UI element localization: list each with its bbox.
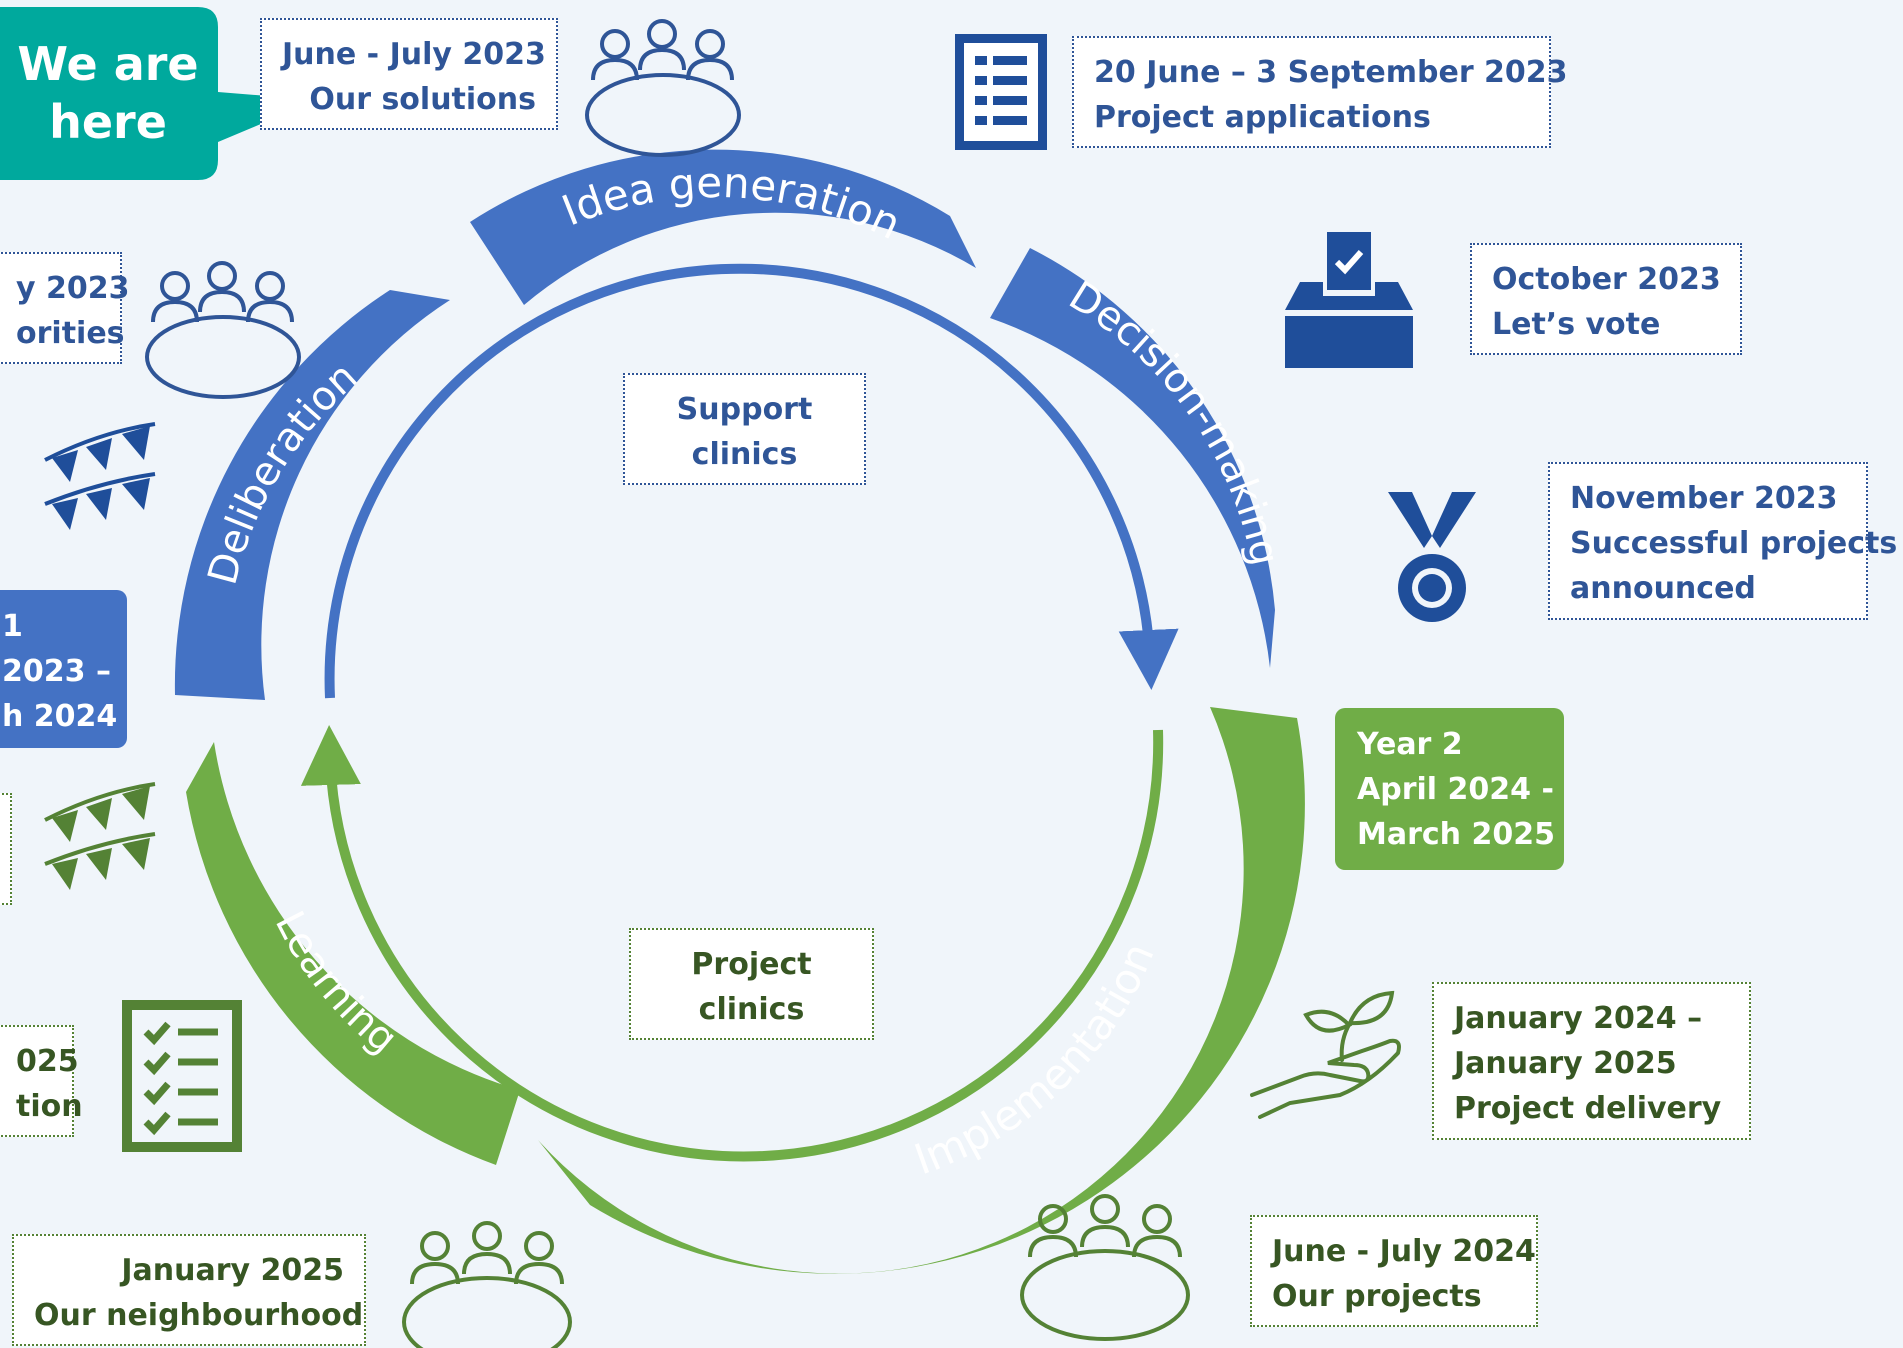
- milestone-line: October 2023: [1492, 262, 1721, 297]
- project-clinics-line: Project: [691, 947, 812, 982]
- year-2-line: March 2025: [1357, 817, 1555, 852]
- milestone-line: June - July 2024: [1272, 1234, 1536, 1269]
- milestone-line: tion: [16, 1089, 83, 1124]
- year-2-line: Year 2: [1357, 727, 1463, 762]
- callout-line-2: here: [49, 95, 167, 149]
- inner-blue-cycle-arrow: [324, 263, 1179, 699]
- stage-segment-deliberation: [174, 290, 450, 700]
- milestone-lets-vote: October 2023 Let’s vote: [1470, 243, 1742, 355]
- year-1-box: 1 2023 – h 2024: [0, 590, 127, 748]
- stage-segment-idea-generation: [470, 149, 976, 305]
- milestone-line: Successful projects: [1570, 526, 1898, 561]
- year-2-line: April 2024 -: [1357, 772, 1554, 807]
- task-checklist-icon: [122, 1000, 242, 1152]
- year-1-line: h 2024: [2, 699, 118, 734]
- milestone-priorities-partial: y 2023 orities: [0, 252, 130, 364]
- milestone-successful-projects: November 2023 Successful projects announ…: [1548, 462, 1898, 620]
- inner-green-cycle-arrow: [300, 725, 1164, 1162]
- we-are-here-callout: [0, 7, 318, 180]
- milestone-line: June - July 2023: [282, 37, 546, 72]
- milestone-line: November 2023: [1570, 481, 1838, 516]
- stage-segment-implementation: [538, 707, 1305, 1274]
- milestone-line: January 2025: [1454, 1046, 1677, 1081]
- milestone-partial-box: [0, 793, 12, 905]
- hand-plant-icon: [1250, 990, 1401, 1119]
- milestone-line: Our neighbourhood: [34, 1298, 364, 1333]
- milestone-line: Project applications: [1094, 100, 1431, 135]
- milestone-our-neighbourhood: January 2025 Our neighbourhood: [12, 1234, 366, 1346]
- milestone-line: y 2023: [16, 271, 130, 306]
- milestone-project-applications: 20 June – 3 September 2023 Project appli…: [1072, 36, 1568, 148]
- meeting-table-icon: [402, 1221, 572, 1348]
- milestone-line: 025: [16, 1044, 79, 1079]
- milestone-line: Our solutions: [309, 82, 536, 117]
- meeting-table-icon: [145, 261, 301, 399]
- callout-line-1: We are: [17, 37, 198, 91]
- year-1-line: 2023 –: [2, 654, 111, 689]
- bunting-icon: [44, 422, 156, 530]
- project-clinics-line: clinics: [698, 992, 805, 1027]
- milestone-line: Project delivery: [1454, 1091, 1722, 1126]
- support-clinics-box: Support clinics: [623, 373, 866, 485]
- support-clinics-line: Support: [676, 392, 813, 427]
- checklist-document-icon: [955, 34, 1047, 150]
- support-clinics-line: clinics: [691, 437, 798, 472]
- milestone-line: January 2024 –: [1454, 1001, 1703, 1036]
- milestone-line: orities: [16, 316, 125, 351]
- stage-segment-learning: [186, 742, 520, 1165]
- milestone-line: 20 June – 3 September 2023: [1094, 55, 1568, 90]
- milestone-our-solutions: June - July 2023 Our solutions: [260, 18, 558, 130]
- ballot-box-icon: [1285, 232, 1413, 368]
- milestone-our-projects: June - July 2024 Our projects: [1250, 1215, 1538, 1327]
- milestone-line: announced: [1570, 571, 1756, 606]
- year-2-box: Year 2 April 2024 - March 2025: [1335, 708, 1564, 870]
- milestone-line: Our projects: [1272, 1279, 1482, 1314]
- stage-segment-decision-making: [990, 248, 1275, 668]
- project-clinics-box: Project clinics: [629, 928, 874, 1040]
- milestone-line: Let’s vote: [1492, 307, 1661, 342]
- meeting-table-icon: [585, 19, 741, 157]
- milestone-evaluation-partial: 025 tion: [0, 1025, 83, 1137]
- meeting-table-icon: [1020, 1194, 1190, 1341]
- bunting-icon: [44, 782, 156, 890]
- stage-label-implementation: Implementation: [908, 936, 1163, 1184]
- medal-icon: [1388, 492, 1476, 622]
- milestone-line: January 2025: [121, 1253, 344, 1288]
- milestone-project-delivery: January 2024 – January 2025 Project deli…: [1432, 982, 1751, 1140]
- year-1-line: 1: [2, 609, 23, 644]
